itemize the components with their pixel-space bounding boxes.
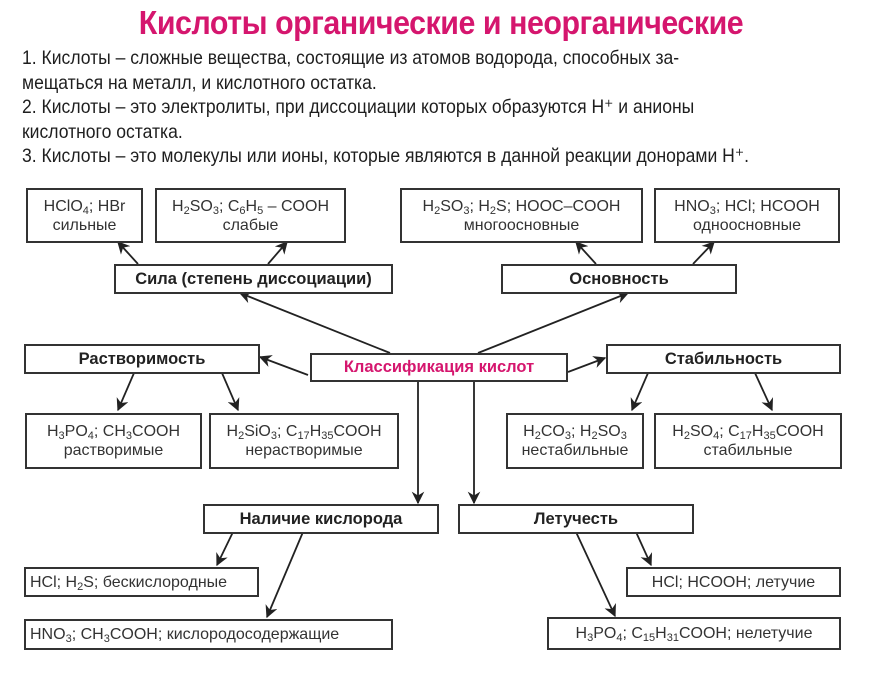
arrow-strength-to-strong <box>117 241 139 265</box>
insoluble-acids-label: нерастворимые <box>245 442 363 459</box>
volatility-category-box: Летучесть <box>458 504 694 534</box>
oxygen-category-box: Наличие кислорода <box>203 504 439 534</box>
definition-2-line-1: 2. Кислоты – это электролиты, при диссоц… <box>22 96 695 118</box>
solubility-category-box: Растворимость <box>24 344 260 374</box>
arrow-basicity-to-monobasic <box>692 241 715 265</box>
weak-acids-label: слабые <box>222 216 279 234</box>
classification-center-box: Классификация кислот <box>310 353 568 382</box>
polybasic-acids-box: H2SO3; H2S; HOOC–COOH многоосновные <box>400 188 643 243</box>
oxygenless-acids-label: бескислородные <box>102 573 228 591</box>
definition-3-line-1: 3. Кислоты – это молекулы или ионы, кото… <box>22 145 749 167</box>
definitions: 1. Кислоты – сложные вещества, состоящие… <box>22 46 872 169</box>
stability-category-box: Стабильность <box>606 344 841 374</box>
arrow-stability-to-unstable <box>630 372 649 412</box>
stable-acids-label: стабильные <box>703 442 793 459</box>
arrow-volatility-to-volatile <box>635 531 653 567</box>
unstable-acids-formula: H2CO3; H2SO3 <box>523 423 627 442</box>
nonvolatile-acids-label: нелетучие <box>735 625 813 642</box>
polybasic-acids-formula: H2SO3; H2S; HOOC–COOH <box>422 197 621 217</box>
arrow-center-to-solubility <box>258 355 309 376</box>
nonvolatile-acids-text: H3PO4; C15H31COOH; нелетучие <box>575 625 813 644</box>
insoluble-acids-box: H2SiO3; C17H35COOH нерастворимые <box>209 413 399 469</box>
insoluble-acids-formula: H2SiO3; C17H35COOH <box>226 423 382 442</box>
solubility-category-label: Растворимость <box>78 349 206 368</box>
arrow-strength-to-weak <box>267 241 288 265</box>
arrow-center-to-strength <box>238 291 391 354</box>
monobasic-acids-box: HNO3; HCl; HCOOH одноосновные <box>654 188 840 243</box>
polybasic-acids-label: многоосновные <box>463 216 580 234</box>
monobasic-acids-label: одноосновные <box>693 216 801 234</box>
oxygenated-acids-box: HNO3; CH3COOH; кислородосодержащие <box>24 619 393 650</box>
definition-1-line-1: 1. Кислоты – сложные вещества, состоящие… <box>22 47 680 69</box>
stable-acids-formula: H2SO4; C17H35COOH <box>672 423 824 442</box>
basicity-category-label: Основность <box>569 269 669 288</box>
arrow-center-to-basicity <box>477 291 630 354</box>
strength-category-box: Сила (степень диссоциации) <box>114 264 393 294</box>
arrow-solubility-to-soluble <box>116 372 135 412</box>
basicity-category-box: Основность <box>501 264 737 294</box>
volatile-acids-text: HCl; HCOOH; летучие <box>651 573 816 591</box>
volatile-acids-box: HCl; HCOOH; летучие <box>626 567 841 597</box>
definition-2-line-2: кислотного остатка. <box>22 120 183 143</box>
arrow-solubility-to-insoluble <box>221 372 240 412</box>
arrow-oxygen-to-oxygenless <box>216 531 234 567</box>
arrow-oxygen-to-oxygenated <box>265 531 304 619</box>
oxygenated-acids-text: HNO3; CH3COOH; кислородосодержащие <box>30 626 340 645</box>
oxygenless-acids-box: HCl; H2S; бескислородные <box>24 567 259 597</box>
soluble-acids-formula: H3PO4; CH3COOH <box>46 423 181 442</box>
page-title: Кислоты органические и неорганические <box>138 4 744 41</box>
nonvolatile-acids-box: H3PO4; C15H31COOH; нелетучие <box>547 617 841 650</box>
arrow-basicity-to-polybasic <box>575 241 597 265</box>
soluble-acids-box: H3PO4; CH3COOH растворимые <box>25 413 202 469</box>
stable-acids-box: H2SO4; C17H35COOH стабильные <box>654 413 842 469</box>
arrow-center-to-stability <box>567 356 607 373</box>
definition-1-line-2: мещаться на металл, и кислотного остатка… <box>22 71 377 94</box>
stability-category-label: Стабильность <box>664 349 783 368</box>
arrow-stability-to-stable <box>754 372 773 412</box>
oxygenated-acids-label: кислородосодержащие <box>166 626 340 643</box>
strong-acids-label: сильные <box>52 216 117 234</box>
oxygen-category-label: Наличие кислорода <box>239 509 403 528</box>
soluble-acids-label: растворимые <box>63 442 164 459</box>
weak-acids-box: H2SO3; C6H5 – COOH слабые <box>155 188 346 243</box>
classification-center-label: Классификация кислот <box>343 358 535 376</box>
arrow-volatility-to-nonvolatile <box>575 531 616 618</box>
strong-acids-formula: HClO4; HBr <box>43 197 126 217</box>
oxygenless-acids-text: HCl; H2S; бескислородные <box>30 573 228 593</box>
unstable-acids-label: нестабильные <box>521 442 629 459</box>
strength-category-label: Сила (степень диссоциации) <box>135 269 372 288</box>
strong-acids-box: HClO4; HBr сильные <box>26 188 143 243</box>
unstable-acids-box: H2CO3; H2SO3 нестабильные <box>506 413 644 469</box>
volatile-acids-label: летучие <box>755 573 816 591</box>
monobasic-acids-formula: HNO3; HCl; HCOOH <box>674 197 820 217</box>
volatility-category-label: Летучесть <box>533 509 619 528</box>
weak-acids-formula: H2SO3; C6H5 – COOH <box>172 197 329 217</box>
